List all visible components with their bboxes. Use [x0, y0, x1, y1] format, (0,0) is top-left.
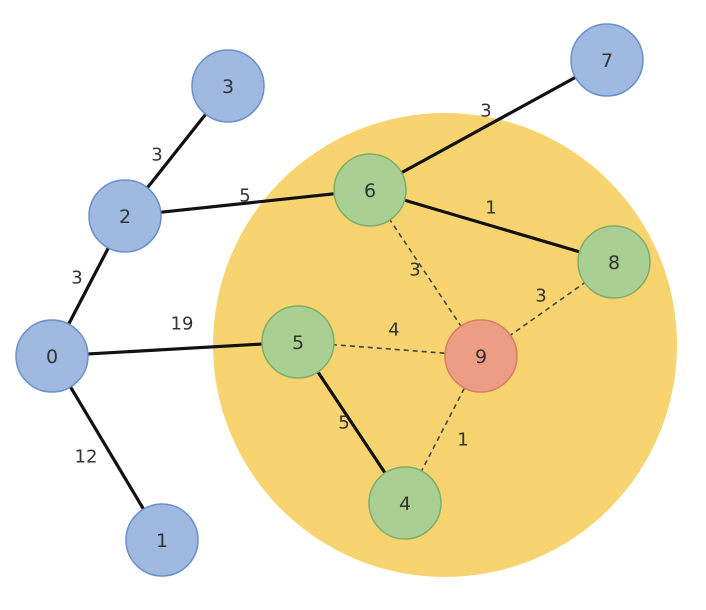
node-circle-0: [15, 319, 89, 393]
edge-weight-6-7: 3: [480, 101, 491, 122]
node-label-6: 6: [364, 180, 376, 202]
edge-0-1: [68, 384, 146, 512]
edge-6-8: [402, 198, 582, 254]
edge-2-3: [144, 111, 209, 191]
node-circle-2: [88, 179, 162, 253]
edge-weight-6-8: 1: [485, 198, 496, 219]
node-circle-1: [125, 503, 199, 577]
edge-weight-8-9: 3: [535, 286, 546, 307]
edge-8-9: [508, 280, 587, 338]
node-9: 9: [444, 319, 518, 393]
node-circle-8: [577, 225, 651, 299]
edge-0-2: [66, 245, 111, 327]
node-label-7: 7: [601, 50, 613, 72]
node-3: 3: [191, 49, 265, 123]
node-circle-3: [191, 49, 265, 123]
node-label-9: 9: [475, 346, 487, 368]
edge-5-9: [331, 343, 448, 355]
edge-weight-5-9: 4: [388, 320, 399, 341]
node-2: 2: [88, 179, 162, 253]
edge-6-9: [388, 217, 463, 329]
node-circle-9: [444, 319, 518, 393]
node-label-5: 5: [292, 332, 304, 354]
edge-4-9: [419, 385, 467, 474]
edge-labels-layer: 3 3 5 19 12 3 1 5 3 4 3 1: [71, 101, 546, 468]
edge-weight-4-9: 1: [457, 430, 468, 451]
node-5: 5: [261, 305, 335, 379]
edge-weight-2-3: 3: [151, 145, 162, 166]
edge-6-7: [399, 74, 578, 176]
edge-weight-6-9: 3: [409, 260, 420, 281]
edge-weight-0-5: 19: [171, 314, 194, 335]
node-0: 0: [15, 319, 89, 393]
node-label-1: 1: [156, 530, 168, 552]
edge-weight-0-1: 12: [75, 447, 98, 468]
node-label-4: 4: [399, 493, 411, 515]
node-8: 8: [577, 225, 651, 299]
node-label-3: 3: [222, 76, 234, 98]
node-label-2: 2: [119, 206, 131, 228]
edge-5-4: [315, 369, 388, 476]
edge-0-5: [85, 342, 265, 356]
node-label-0: 0: [46, 346, 58, 368]
node-1: 1: [125, 503, 199, 577]
node-circle-7: [570, 23, 644, 97]
edges-layer: [66, 74, 587, 512]
node-6: 6: [333, 153, 407, 227]
node-circle-4: [368, 466, 442, 540]
node-4: 4: [368, 466, 442, 540]
edge-weight-2-6: 5: [239, 186, 250, 207]
highlighted-region: [213, 113, 677, 577]
node-circle-6: [333, 153, 407, 227]
node-circle-5: [261, 305, 335, 379]
node-label-8: 8: [608, 252, 620, 274]
edge-weight-5-4: 5: [338, 413, 349, 434]
edge-weight-0-2: 3: [71, 268, 82, 289]
node-7: 7: [570, 23, 644, 97]
edge-2-6: [158, 191, 337, 215]
